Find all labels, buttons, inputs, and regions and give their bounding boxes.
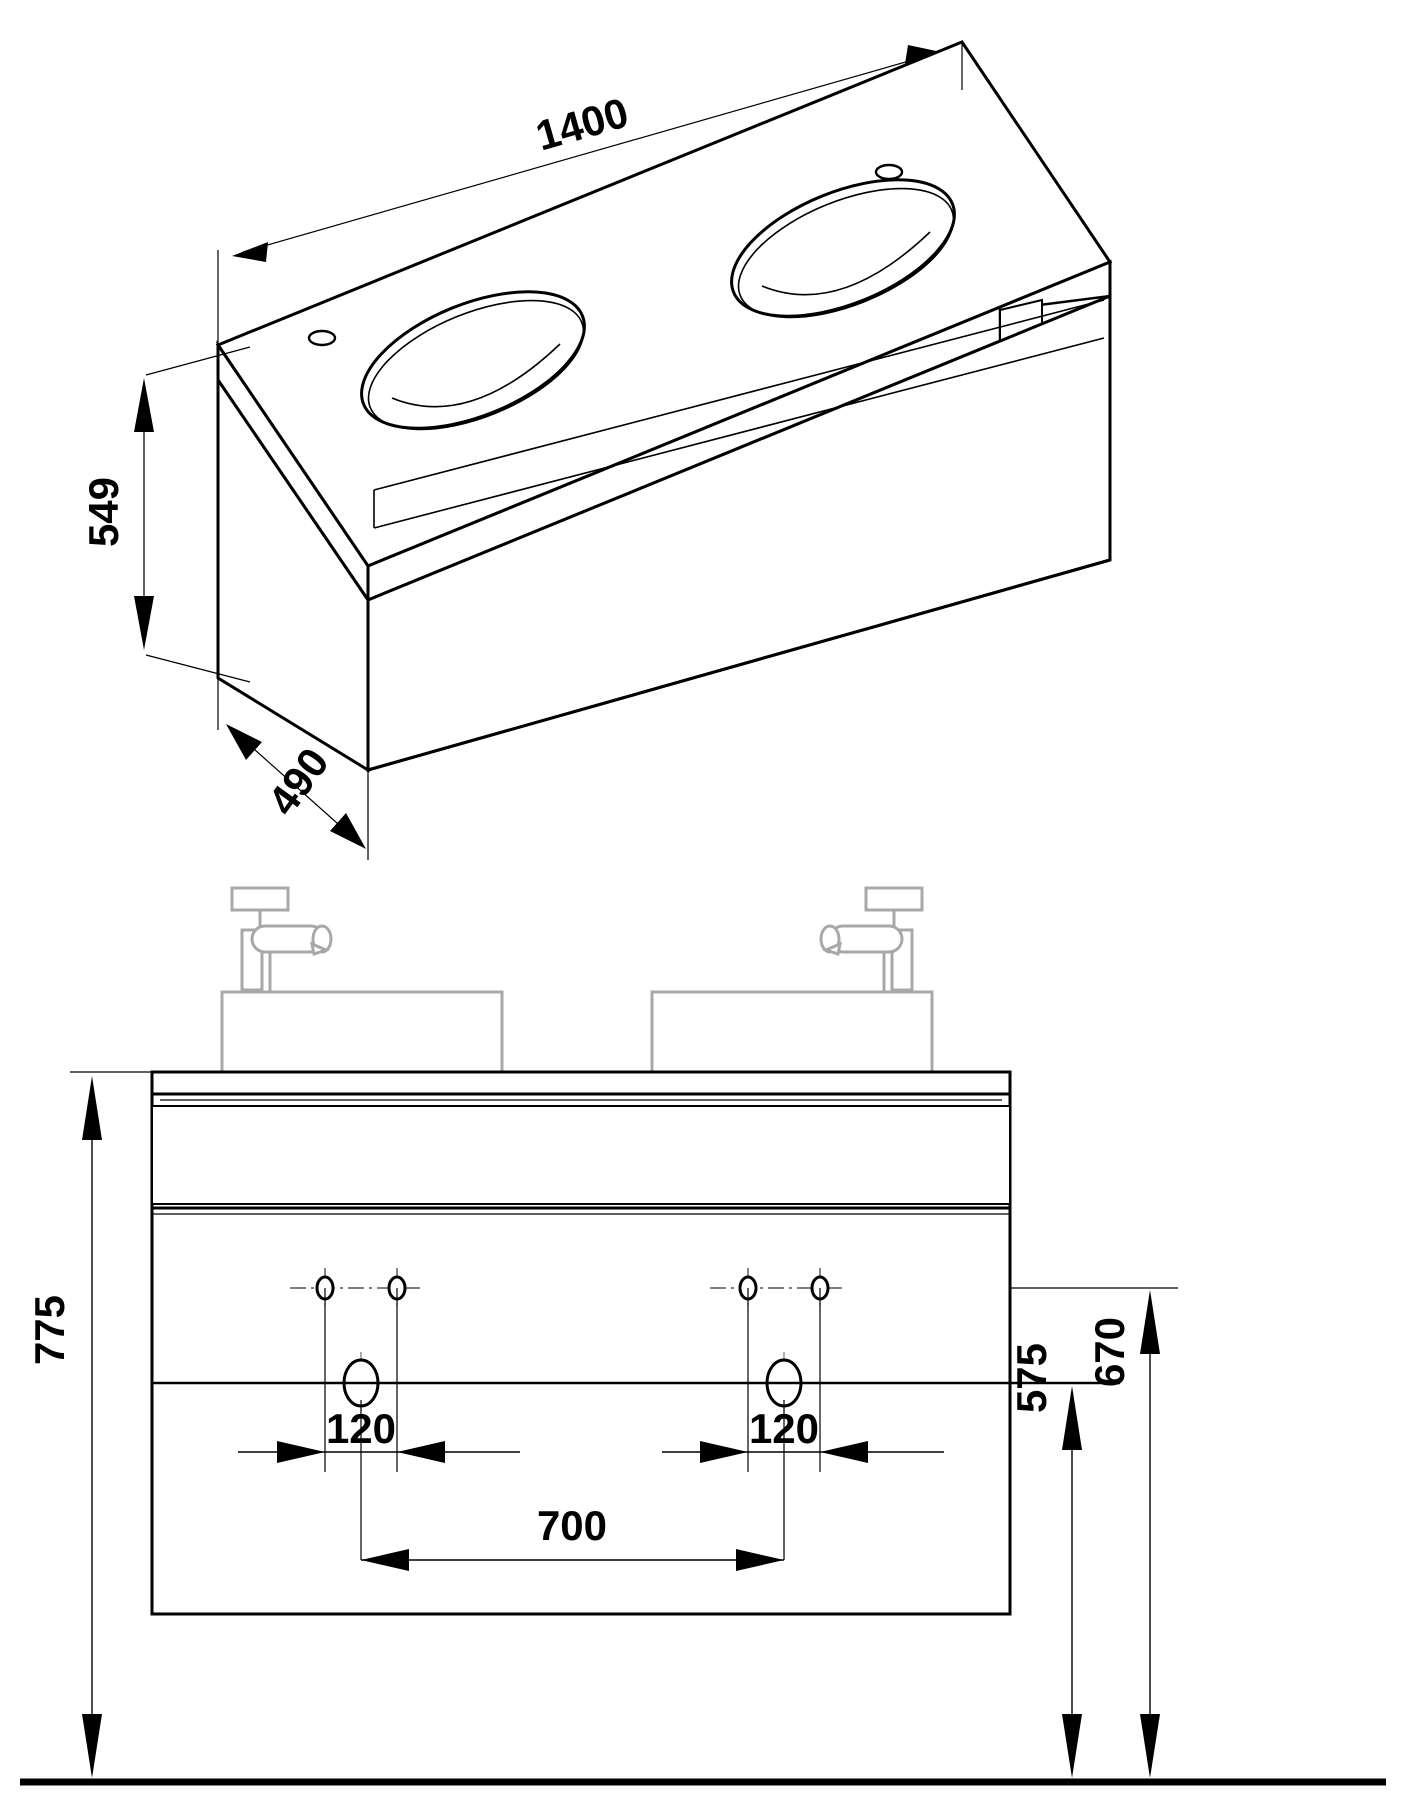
elevation-countertop [150,1070,1012,1096]
isometric-view: 1400 549 490 [80,40,1113,860]
basin-right [730,178,956,319]
dimension-mount-height-upper: 670 [1010,1287,1178,1778]
basin-block-left [220,990,504,1076]
dimension-label-mount-upper: 670 [1086,1317,1133,1387]
dimension-mount-height-lower: 575 [1008,1343,1092,1778]
dimension-label-spacing-left: 120 [326,1405,396,1452]
cabinet-bottom-edge [367,558,1111,772]
dimension-label-center-distance: 700 [537,1502,607,1549]
dimension-label-total-height: 775 [26,1295,73,1365]
basin-left [360,290,586,431]
dimension-basin-center-distance: 700 [361,1502,784,1571]
dimension-height-549: 549 [80,346,251,683]
dimension-hole-spacing-right: 120 [662,1405,944,1463]
front-elevation-view: 120 120 700 775 [20,886,1386,1786]
tap-hole-right [874,163,904,181]
drawer-gap-upper [373,299,1105,491]
dimension-hole-spacing-left: 120 [238,1405,520,1463]
dimension-total-height: 775 [26,1071,152,1778]
elevation-drawer-upper [151,1105,1011,1205]
tap-hole-left [307,329,337,347]
drawer-gap-lower [373,337,1105,529]
basin-block-right [650,990,934,1076]
dimension-label-height: 549 [80,477,127,547]
dimension-label-mount-lower: 575 [1008,1343,1055,1413]
dimension-label-spacing-right: 120 [749,1405,819,1452]
